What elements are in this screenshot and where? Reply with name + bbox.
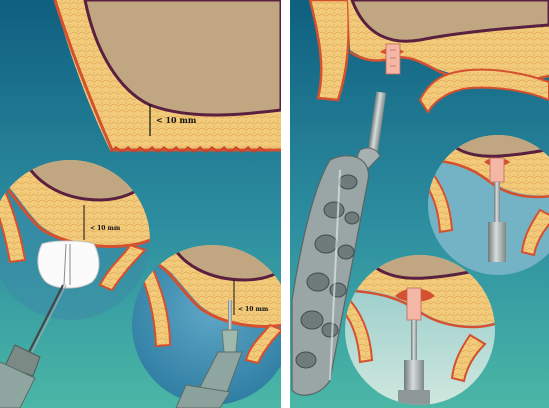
inset-b-measurement-label: < 10 mm (238, 306, 269, 313)
inset-a-measurement-label: < 10 mm (90, 225, 121, 232)
panel-divider (281, 0, 290, 408)
sponge-graft (38, 241, 99, 288)
right-panel (290, 0, 549, 408)
left-panel: < 10 mm < 10 mm (0, 0, 300, 408)
main-measurement-label: < 10 mm (156, 115, 197, 125)
graft-plug (386, 44, 400, 74)
